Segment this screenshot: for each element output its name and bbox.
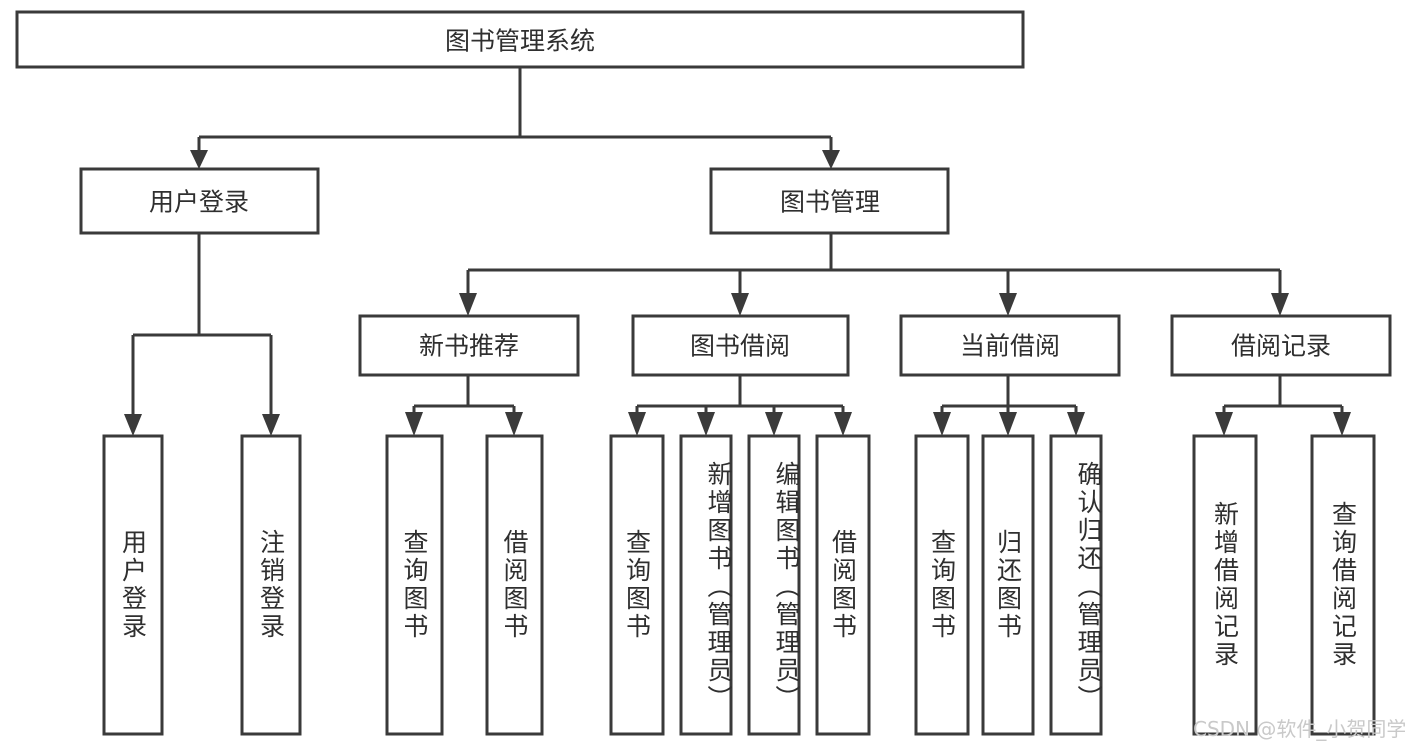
arrow-record-c2 <box>1333 412 1351 436</box>
connector-group <box>124 67 1351 436</box>
node-user-login-label: 用户登录 <box>149 188 249 217</box>
leaf-borrow-1[interactable] <box>609 434 665 736</box>
arrow-recommend-c2 <box>505 412 523 436</box>
node-root-label: 图书管理系统 <box>445 27 595 56</box>
arrow-record-c1 <box>1215 412 1233 436</box>
node-new-book-recommend[interactable] <box>358 314 580 377</box>
arrow-manage-c4 <box>1271 293 1289 316</box>
leaf-recommend-1[interactable] <box>385 434 444 736</box>
node-borrow-record[interactable] <box>1170 314 1392 377</box>
arrow-borrow-c4 <box>834 412 852 436</box>
leaf-recommend-2[interactable] <box>485 434 544 736</box>
arrow-root-to-login <box>190 150 208 169</box>
arrow-current-c1 <box>933 412 951 436</box>
leaf-record-2[interactable] <box>1310 434 1376 736</box>
arrow-current-c2 <box>999 412 1017 436</box>
leaf-user-login-2[interactable] <box>240 434 302 736</box>
arrow-borrow-c3 <box>765 412 783 436</box>
node-book-borrow[interactable] <box>631 314 850 377</box>
arrow-manage-c3 <box>999 293 1017 316</box>
leaf-borrow-3[interactable] <box>747 434 801 736</box>
arrow-borrow-c2 <box>697 412 715 436</box>
leaf-borrow-2[interactable] <box>679 434 733 736</box>
node-current-borrow-label: 当前借阅 <box>960 332 1060 361</box>
node-book-manage-label: 图书管理 <box>780 188 880 217</box>
arrow-login-child1 <box>124 414 142 436</box>
node-new-book-recommend-label: 新书推荐 <box>419 332 519 361</box>
csdn-watermark: CSDN @软件_小贺同学 <box>1193 717 1405 741</box>
arrow-manage-c2 <box>731 293 749 316</box>
leaf-current-3[interactable] <box>1049 434 1103 736</box>
leaf-user-login-1[interactable] <box>102 434 164 736</box>
leaf-current-2[interactable] <box>981 434 1035 736</box>
leaf-current-1[interactable] <box>914 434 970 736</box>
node-current-borrow[interactable] <box>899 314 1121 377</box>
arrow-login-child2 <box>262 414 280 436</box>
arrow-borrow-c1 <box>628 412 646 436</box>
arrow-current-c3 <box>1067 412 1085 436</box>
node-user-login[interactable] <box>79 167 320 235</box>
leaf-borrow-4[interactable] <box>815 434 871 736</box>
node-borrow-record-label: 借阅记录 <box>1231 332 1331 361</box>
node-root[interactable] <box>15 10 1025 69</box>
node-book-borrow-label: 图书借阅 <box>690 332 790 361</box>
arrow-root-to-manage <box>822 150 840 169</box>
arrow-manage-c1 <box>459 293 477 316</box>
arrow-recommend-c1 <box>405 412 423 436</box>
leaf-record-1[interactable] <box>1192 434 1258 736</box>
node-book-manage[interactable] <box>709 167 950 235</box>
